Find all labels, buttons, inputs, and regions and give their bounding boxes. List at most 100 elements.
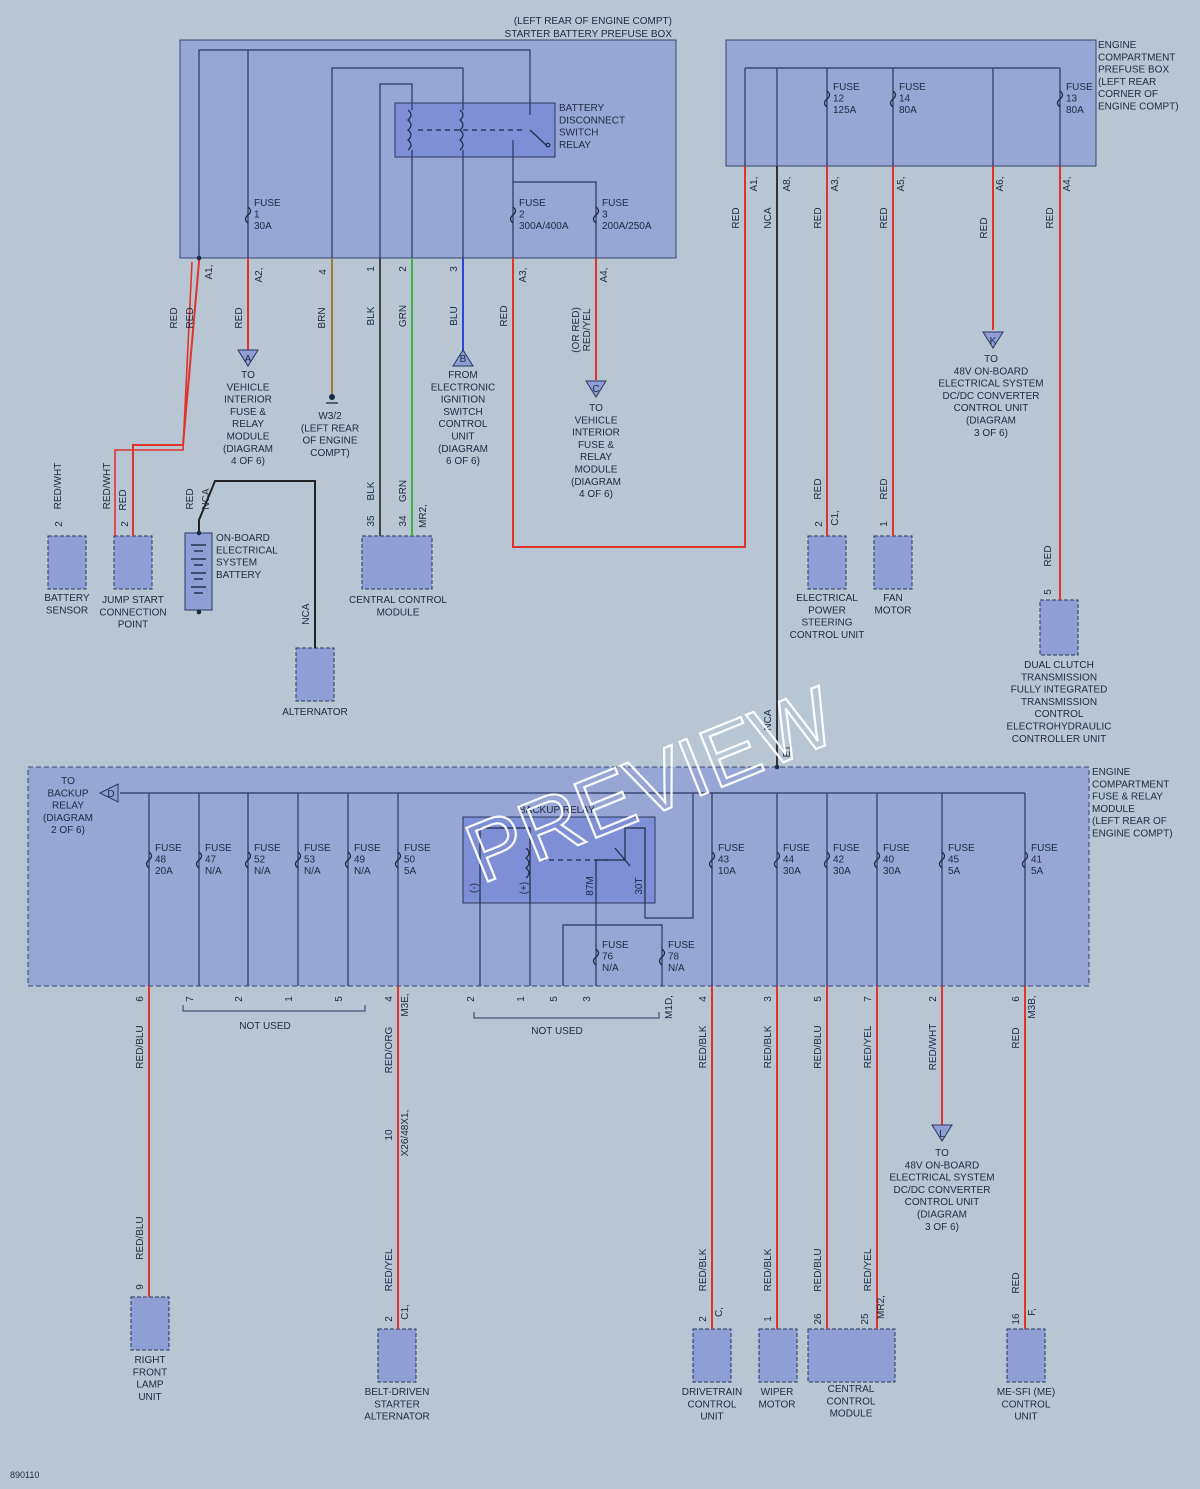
connector-label: E1, xyxy=(782,742,793,757)
fuse-icon xyxy=(708,851,716,869)
connector-label: 4 xyxy=(384,996,395,1002)
connector-label: 2 xyxy=(814,521,825,527)
connector-label: A6, xyxy=(995,176,1006,191)
connector-label: 2 xyxy=(54,521,65,527)
wire-label: (OR RED) xyxy=(571,307,582,353)
connector-label: 34 xyxy=(398,515,409,527)
backup-relay-label: BACKUP RELAY xyxy=(519,805,595,816)
fuse-icon xyxy=(873,851,881,869)
wire-label: BLU xyxy=(449,306,460,325)
connector-label: A5, xyxy=(896,176,907,191)
connector-label: A3, xyxy=(518,267,529,282)
connector-label: 4 xyxy=(318,269,329,275)
wire-label: RED/BLU xyxy=(813,1025,824,1068)
wire-label: NCA xyxy=(301,603,312,624)
not-used-bracket-right xyxy=(473,1012,660,1019)
offpage-letter: A xyxy=(245,354,252,365)
engine-compartment-prefuse-box xyxy=(725,39,1097,167)
connector-label: 6 xyxy=(135,996,146,1002)
wire-label: RED xyxy=(169,307,180,328)
fuse-icon xyxy=(244,851,252,869)
wire-label: BLK xyxy=(366,306,377,325)
wire-label: RED xyxy=(813,207,824,228)
wire-red-a3 xyxy=(512,166,746,548)
wire-label: RED xyxy=(879,478,890,499)
offpage-letter: C xyxy=(592,384,599,395)
wire-label: RED xyxy=(1011,1027,1022,1048)
connector-label: 1 xyxy=(284,996,295,1002)
connector-label: 25 xyxy=(860,1313,871,1325)
connector-label: A4, xyxy=(1062,176,1073,191)
component-label: ALTERNATOR xyxy=(282,707,348,718)
wire-label: RED xyxy=(499,305,510,326)
connector-label: 2 xyxy=(928,996,939,1002)
wire-label: RED/BLK xyxy=(763,1025,774,1068)
fuse-icon xyxy=(244,206,252,224)
fuse-icon xyxy=(592,206,600,224)
connector-label: 1 xyxy=(516,996,527,1002)
wire-label: NCA xyxy=(201,488,212,509)
offpage-d-icon xyxy=(98,783,119,803)
wire-label: NCA xyxy=(763,207,774,228)
connector-label: MR2, xyxy=(876,1295,887,1319)
fuse-icon xyxy=(592,948,600,966)
wire-label: RED/BLK xyxy=(698,1248,709,1291)
wire-label: RED xyxy=(234,307,245,328)
not-used-bracket-left xyxy=(182,1005,366,1012)
connector-label: 6 xyxy=(1011,996,1022,1002)
connector-label: A8, xyxy=(782,176,793,191)
connector-label: 10 xyxy=(384,1129,395,1141)
fuse-icon xyxy=(823,851,831,869)
fuse-icon xyxy=(938,851,946,869)
me-sfi-control-box xyxy=(1006,1328,1046,1383)
relay-pin-label: (+) xyxy=(519,882,530,895)
connector-label: 5 xyxy=(334,996,345,1002)
central-control-module-box-bottom xyxy=(807,1328,896,1383)
fuse-icon xyxy=(509,206,517,224)
connector-label: 2 xyxy=(466,996,477,1002)
starter-alternator-box xyxy=(377,1328,417,1383)
connector-label: A3, xyxy=(830,176,841,191)
connector-label: 3 xyxy=(763,996,774,1002)
connector-label: 1 xyxy=(879,521,890,527)
wiper-motor-box xyxy=(758,1328,798,1383)
offpage-a-icon xyxy=(237,349,259,367)
wire-label: GRN xyxy=(398,480,409,502)
connector-label: A1, xyxy=(204,264,215,279)
wire-label: RED xyxy=(118,489,129,510)
connector-label: 9 xyxy=(135,1284,146,1290)
connector-label: 2 xyxy=(384,1316,395,1322)
wire-label: RED/WHT xyxy=(102,463,113,510)
connector-label: M3B, xyxy=(1027,995,1038,1018)
diagram-id: 890110 xyxy=(10,1470,39,1480)
dct-controller-box xyxy=(1039,599,1079,656)
wire-label: RED xyxy=(1043,545,1054,566)
offpage-b-icon xyxy=(452,349,474,367)
fuse-icon xyxy=(145,851,153,869)
connector-label: 5 xyxy=(813,996,824,1002)
connector-label: M1D, xyxy=(664,995,675,1019)
fuse-icon xyxy=(294,851,302,869)
